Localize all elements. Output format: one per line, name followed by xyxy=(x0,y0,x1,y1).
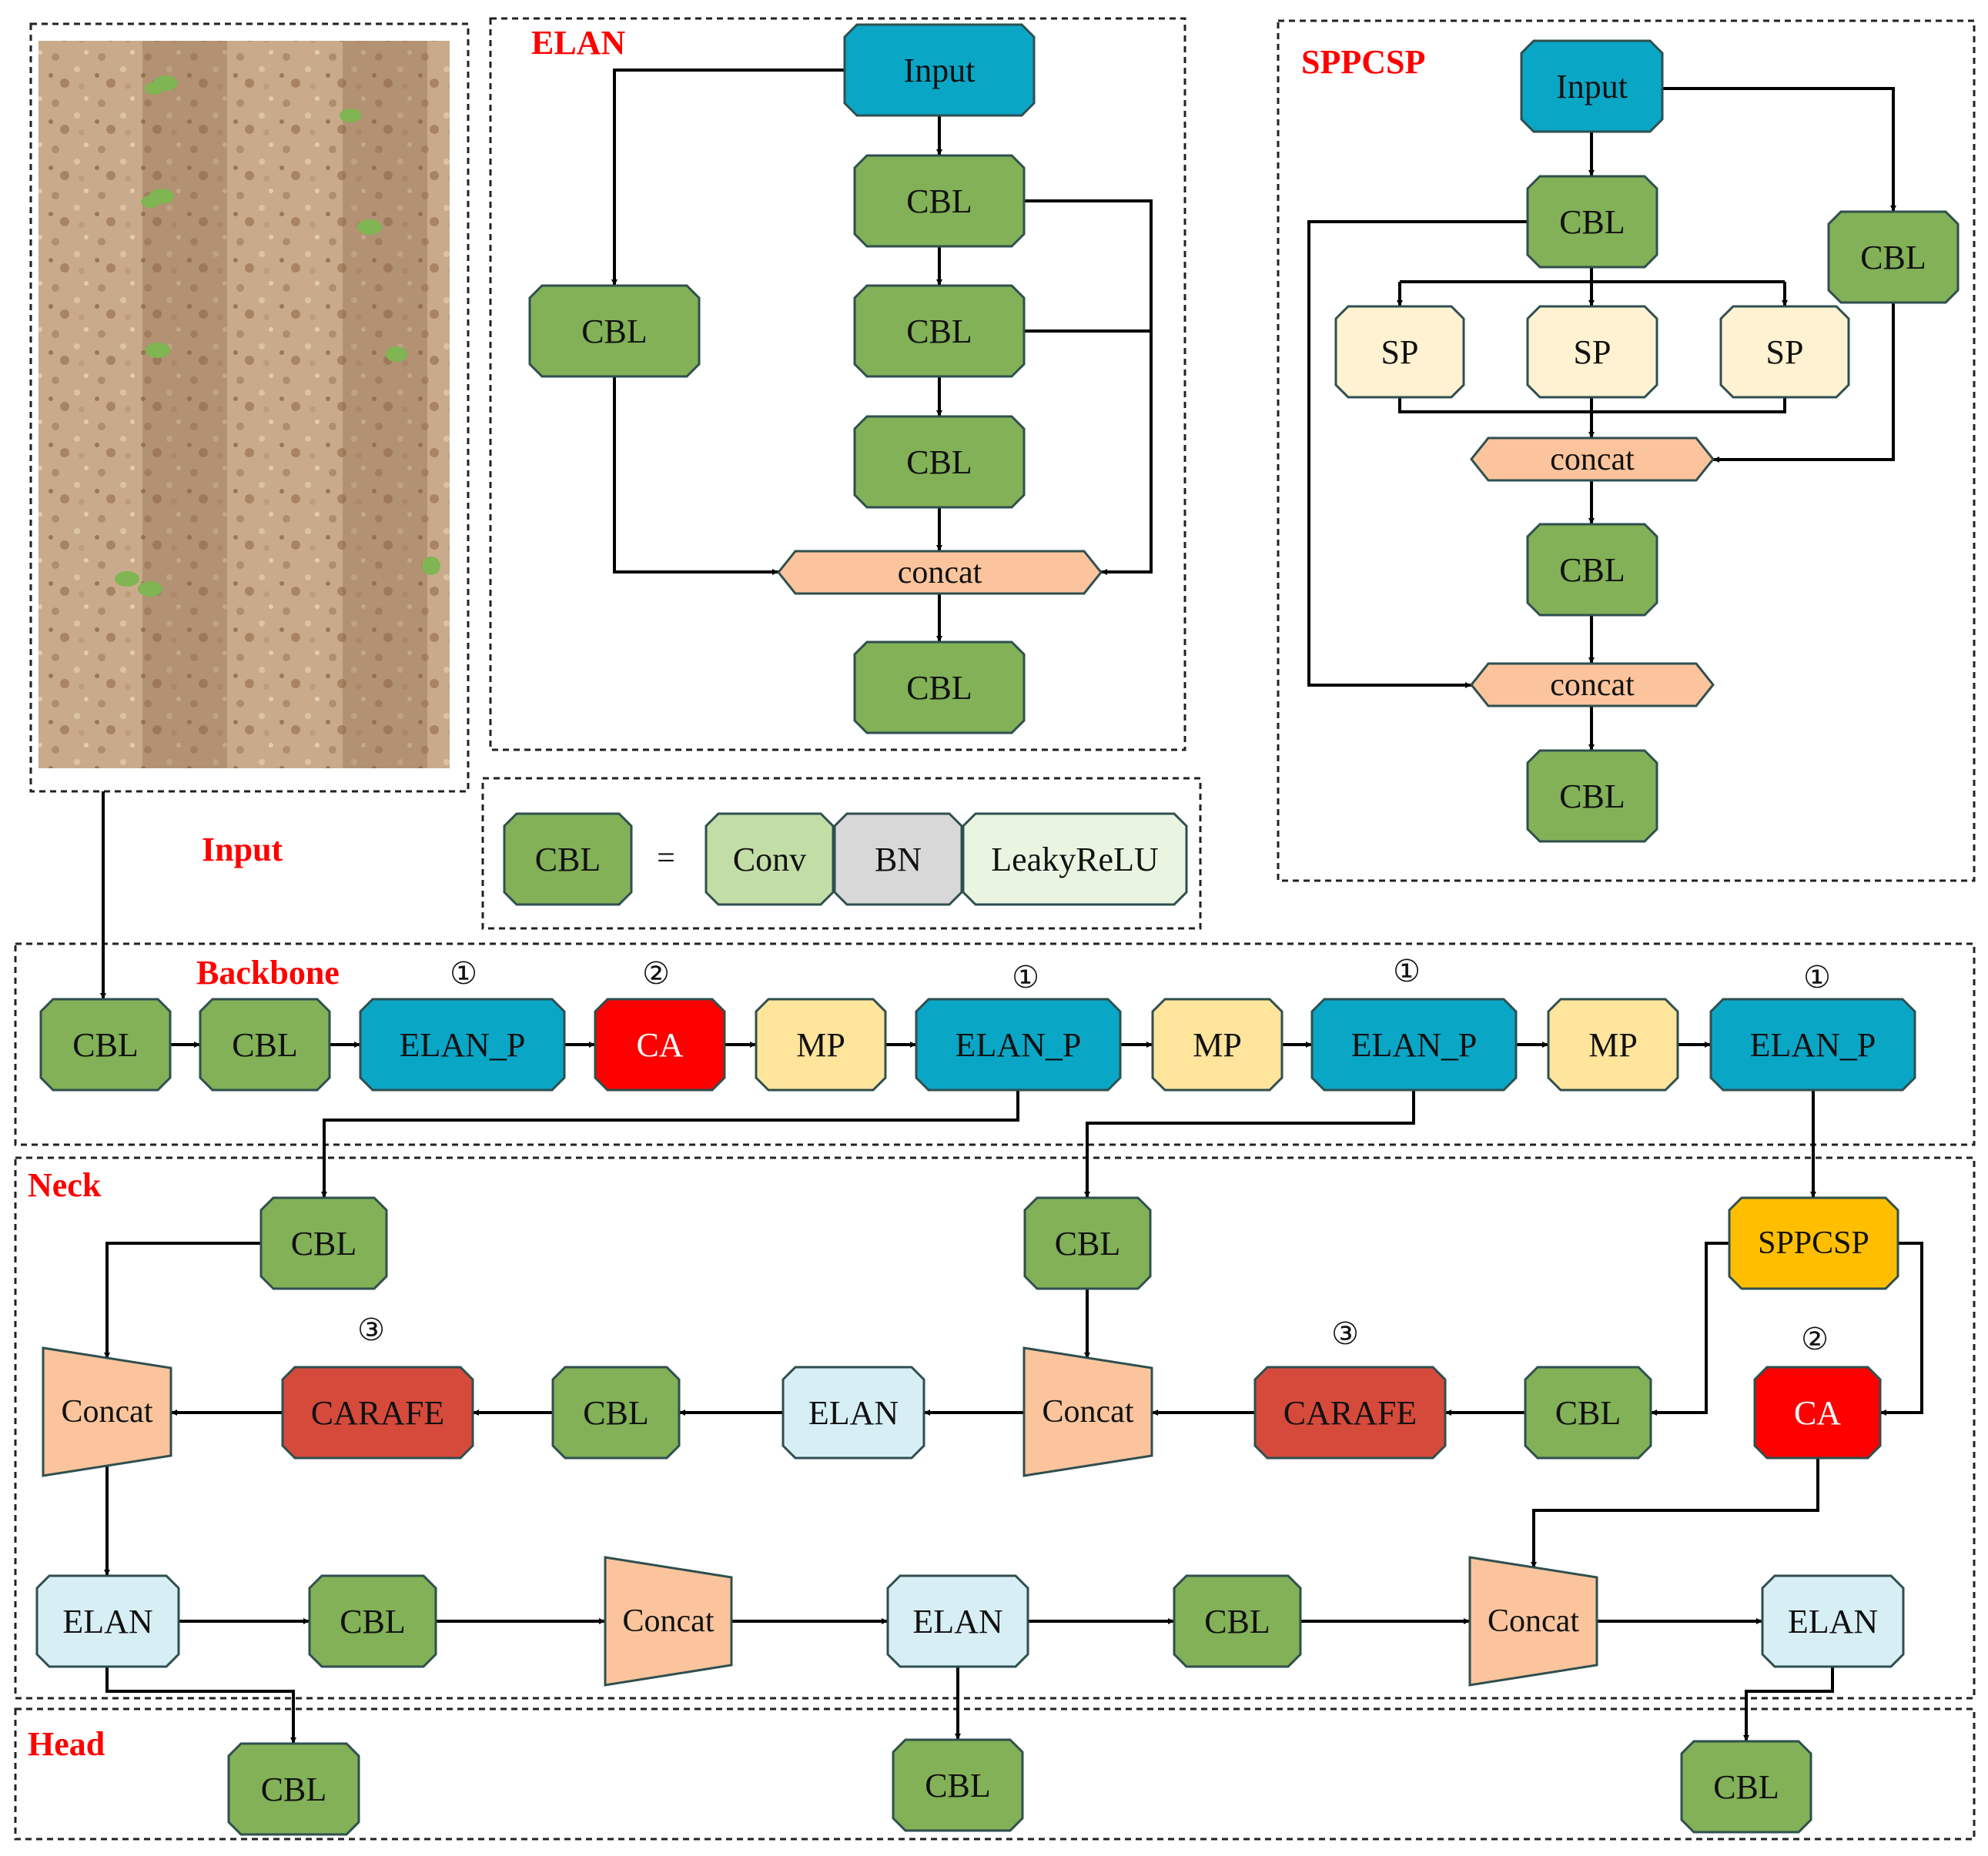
sppcsp-cbl-side-node-shape xyxy=(1827,210,1960,304)
elan-cbl-3-node-shape xyxy=(853,415,1026,509)
backbone-node-3-shape xyxy=(359,998,566,1092)
backbone-frame xyxy=(14,942,1976,1146)
legend-cbl-node-shape xyxy=(503,812,633,906)
neck-carafe-2-node-shape xyxy=(1253,1366,1447,1460)
legend-conv-node-shape xyxy=(705,812,835,906)
input-image-frame xyxy=(29,22,470,793)
diagram-nodes xyxy=(35,23,1960,1836)
neck-concat-b2-node-shape xyxy=(1468,1556,1598,1687)
elan-in-to-side xyxy=(611,69,845,286)
elan-cbl-1-node-shape xyxy=(853,154,1026,248)
neck-elan-b1-node-shape xyxy=(35,1574,180,1668)
backbone-node-6-shape xyxy=(915,998,1122,1092)
backbone-node-5-shape xyxy=(755,998,887,1092)
sppcsp-concat-1-node-shape xyxy=(1470,436,1715,482)
neck-cbl-a-node-shape xyxy=(259,1196,388,1290)
bb-elanp2-to-cbl-b xyxy=(1084,1090,1415,1198)
sppcsp-cbl-1-node-shape xyxy=(1526,175,1658,269)
elan-concat-node-shape xyxy=(777,550,1103,595)
sppcsp-detail-frame xyxy=(1277,19,1976,882)
neck-cbl-c-node-shape xyxy=(1524,1366,1652,1460)
neck-concat-2-node-shape xyxy=(1022,1346,1153,1477)
backbone-node-2-shape xyxy=(199,998,331,1092)
backbone-node-10-shape xyxy=(1709,998,1916,1092)
sppcsp-input-node-shape xyxy=(1520,39,1664,133)
head-cbl-3-node-shape xyxy=(1680,1740,1812,1834)
elan-cbl1-branch xyxy=(1024,199,1153,575)
elan-input-node-shape xyxy=(843,23,1036,117)
neck-ca-node-shape xyxy=(1753,1366,1882,1460)
backbone-node-1-shape xyxy=(39,998,172,1092)
neck-carafe-1-node-shape xyxy=(281,1366,474,1460)
sppcsp-cbl-out-node-shape xyxy=(1526,749,1658,843)
neck-sppcsp-to-ca xyxy=(1880,1242,1923,1416)
backbone-node-7-shape xyxy=(1151,998,1283,1092)
backbone-node-4-shape xyxy=(594,998,726,1092)
legend-frame xyxy=(481,777,1202,930)
legend-leaky-node-shape xyxy=(962,812,1188,906)
neck-elan-b2-node-shape xyxy=(886,1574,1029,1668)
head-frame xyxy=(14,1707,1976,1841)
sppcsp-sp-1-node-shape xyxy=(1334,305,1465,399)
connector-lines xyxy=(100,69,1923,1744)
neck-cbl-a-to-concat-1 xyxy=(104,1242,261,1359)
elan-detail-frame xyxy=(489,17,1186,751)
sppcsp-concat-2-node-shape xyxy=(1470,662,1715,707)
sppcsp-cbl-2-node-shape xyxy=(1526,523,1658,617)
neck-cbl-b2-node-shape xyxy=(1173,1574,1302,1668)
neck-elan-mid-node-shape xyxy=(781,1366,925,1460)
head-cbl-1-node-shape xyxy=(227,1742,360,1836)
legend-bn-node-shape xyxy=(833,812,963,906)
spp-in-to-side xyxy=(1662,87,1896,212)
neck-elan-b3-to-head-3 xyxy=(1743,1667,1834,1741)
neck-cbl-b-node-shape xyxy=(1023,1196,1152,1290)
elan-cbl-side-node-shape xyxy=(528,284,701,378)
input-image xyxy=(38,41,450,768)
neck-elan-b1-to-head-1 xyxy=(105,1667,296,1744)
neck-cbl-b1-node-shape xyxy=(308,1574,437,1668)
bb-elanp1-to-cbl-a xyxy=(321,1090,1019,1198)
elan-side-to-concat xyxy=(613,376,778,575)
neck-concat-1-node-shape xyxy=(42,1346,172,1477)
spp-side-to-concat1 xyxy=(1713,303,1895,463)
elan-cbl-out-node-shape xyxy=(853,640,1026,734)
backbone-node-8-shape xyxy=(1310,998,1518,1092)
sppcsp-sp-2-node-shape xyxy=(1526,305,1658,399)
neck-sppcsp-to-cbl-c xyxy=(1651,1242,1729,1416)
spp-cbl1-to-concat2 xyxy=(1307,220,1528,688)
neck-ca-to-concat-b2 xyxy=(1531,1458,1819,1568)
head-cbl-2-node-shape xyxy=(892,1738,1024,1832)
sppcsp-sp-3-node-shape xyxy=(1719,305,1850,399)
backbone-node-9-shape xyxy=(1547,998,1679,1092)
neck-concat-b1-node-shape xyxy=(604,1556,733,1687)
neck-cbl-d-node-shape xyxy=(551,1366,681,1460)
elan-cbl-2-node-shape xyxy=(853,284,1026,378)
neck-elan-b3-node-shape xyxy=(1761,1574,1905,1668)
neck-sppcsp-node-shape xyxy=(1728,1196,1899,1290)
